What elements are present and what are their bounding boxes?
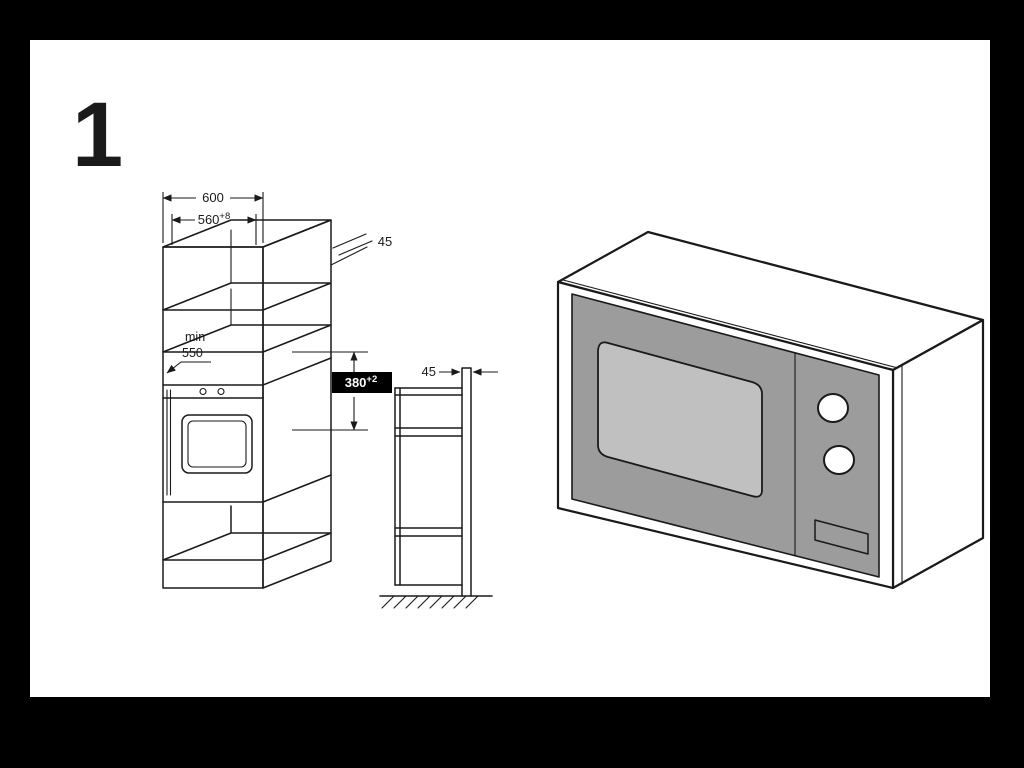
built-in-unit-front (162, 357, 332, 503)
diagram-canvas: 1 (30, 40, 990, 697)
cabinet-front-elevation (162, 219, 332, 589)
cabinet-side-section: 45 (379, 364, 498, 609)
wall-panel (461, 367, 472, 597)
section-shelves (394, 387, 463, 586)
top-spacer-marks (332, 233, 373, 256)
door-window-outer (181, 414, 253, 474)
cabinet-front-face (162, 246, 264, 589)
front-dimensions: 600 560+8 45 min 550 380+2 (162, 190, 392, 431)
shelf-upper (162, 282, 332, 311)
bottom-compartment (162, 505, 332, 561)
door-handle (166, 389, 172, 496)
control-dot-left (199, 387, 207, 396)
cabinet-front-edge (394, 387, 401, 586)
dim-niche-height-label: 380+2 (345, 374, 378, 390)
timer-knob (817, 393, 849, 423)
cabinet-side-face (262, 219, 332, 589)
control-dot-right (217, 387, 225, 396)
frame-lip-top (562, 279, 899, 369)
dim-depth-min-word: min (185, 330, 205, 344)
dim-inner-width-label: 560+8 (198, 211, 231, 227)
power-knob (823, 445, 855, 475)
dim-wall-thickness-label: 45 (422, 364, 436, 379)
step-number-label: 1 (72, 84, 123, 186)
dim-outer-width-label: 600 (202, 190, 224, 205)
microwave-isometric (556, 230, 985, 590)
ground-hatching (381, 595, 479, 609)
dim-depth-min-value: 550 (182, 346, 203, 360)
depth-min-leader (166, 361, 211, 374)
door-window (597, 341, 763, 498)
installation-diagram: 1 (72, 84, 985, 609)
top-clearance-leader (330, 246, 368, 266)
niche-height-callout-box (332, 372, 392, 393)
door-window-inner (187, 420, 247, 468)
model-plate (814, 519, 869, 555)
dim-top-clearance-label: 45 (378, 234, 392, 249)
cabinet-top-face (162, 219, 332, 248)
